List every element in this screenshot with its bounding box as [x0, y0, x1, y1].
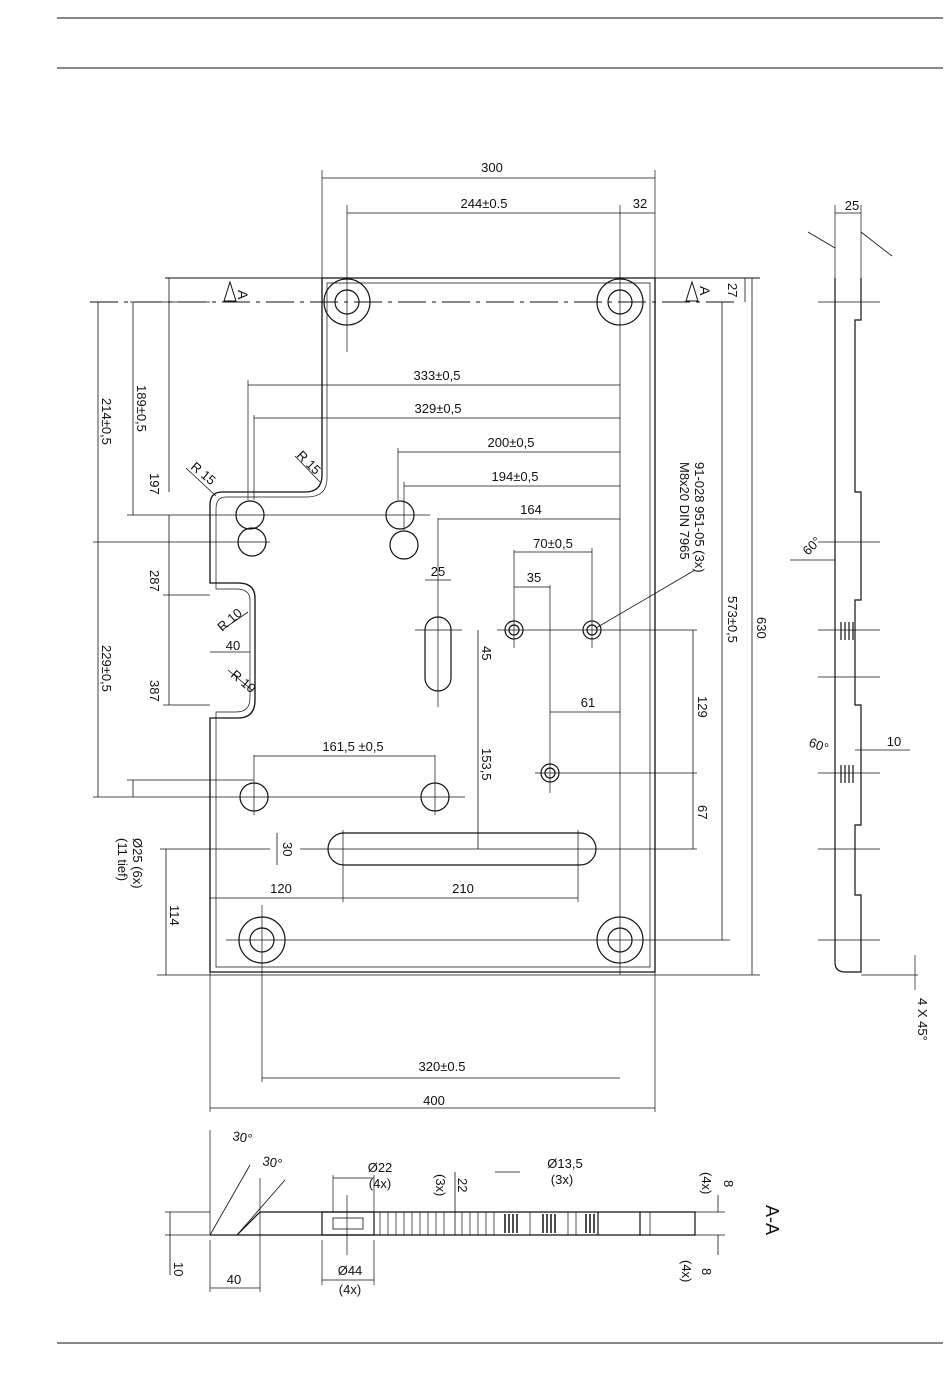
dim-width-333: 333±0,5 — [414, 368, 461, 383]
dim-8-bottom-count: (4x) — [679, 1260, 694, 1282]
section-marker-left: A — [235, 290, 251, 300]
bore-22: Ø22 — [368, 1160, 393, 1175]
dim-width-200: 200±0,5 — [488, 435, 535, 450]
dim-bottom-hole-spacing: 320±0.5 — [419, 1059, 466, 1074]
dim-height-189: 189±0,5 — [134, 385, 149, 432]
chamfer-note: 4 X 45° — [915, 998, 930, 1041]
side-profile — [790, 205, 918, 990]
dim-thickness-10: 10 — [171, 1262, 186, 1276]
angle-lower: 60° — [807, 735, 831, 756]
dim-height-114: 114 — [167, 905, 182, 926]
dim-height-387: 387 — [147, 680, 162, 702]
section-profile — [165, 1130, 725, 1292]
radius-r10-top: R 10 — [214, 605, 245, 634]
dim-height-214: 214±0,5 — [99, 398, 114, 445]
depth-22-count: (3x) — [433, 1174, 448, 1196]
dim-notch-width: 40 — [226, 638, 240, 653]
dim-slot-width-25: 25 — [431, 564, 445, 579]
angle-30-b: 30° — [261, 1153, 283, 1171]
dim-8-top: 8 — [721, 1180, 736, 1187]
dim-width-40: 40 — [227, 1272, 241, 1287]
section-view: A-A 30° 30° Ø22 (4x) 22 (3x) Ø13,5 (3x) … — [165, 1128, 782, 1297]
bore-44-count: (4x) — [339, 1282, 361, 1297]
dim-height-67: 67 — [695, 805, 710, 819]
dim-bottom-slot-length: 210 — [452, 881, 474, 896]
angle-upper: 60° — [800, 534, 825, 559]
front-view: A A — [90, 160, 769, 1112]
section-marker-right: A — [697, 286, 713, 296]
plate-outline — [209, 277, 656, 973]
bore-note-line2: (11 tief) — [115, 838, 130, 881]
section-line — [90, 277, 760, 303]
dim-side-10: 10 — [887, 734, 901, 749]
dim-width-194: 194±0,5 — [492, 469, 539, 484]
dim-height-153: 153,5 — [479, 748, 494, 781]
dim-edge-offset-right: 32 — [633, 196, 647, 211]
dim-slot-len-45: 45 — [479, 646, 494, 660]
dim-width-164: 164 — [520, 502, 542, 517]
screw-note-line2: M8x20 DIN 7965 — [677, 462, 692, 560]
dim-spacing-35: 35 — [527, 570, 541, 585]
bore-44: Ø44 — [338, 1263, 363, 1278]
dim-height-129: 129 — [695, 696, 710, 718]
dimension-lines — [97, 177, 753, 1109]
section-hatching — [379, 1212, 595, 1235]
dim-8-top-count: (4x) — [699, 1172, 714, 1194]
side-view: 25 60° 60° 10 4 X 45° — [790, 198, 930, 1041]
dim-slot-height-30: 30 — [280, 842, 295, 856]
dim-height-287: 287 — [147, 570, 162, 592]
dim-height-197: 197 — [147, 473, 162, 495]
screw-note-line1: 91-028 951-05 (3x) — [692, 462, 707, 573]
dim-thickness-25: 25 — [845, 198, 859, 213]
dim-width-329: 329±0,5 — [415, 401, 462, 416]
dim-overall-width: 300 — [481, 160, 503, 175]
dim-overall-height-400: 400 — [423, 1093, 445, 1108]
dim-spacing-70: 70±0,5 — [533, 536, 573, 551]
bore-13: Ø13,5 — [547, 1156, 582, 1171]
page-header-rules — [57, 17, 943, 1344]
bore-note-line1: Ø25 (6x) — [130, 838, 145, 889]
dim-height-573: 573±0,5 — [725, 596, 740, 643]
dim-bottom-slot-offset: 120 — [270, 881, 292, 896]
center-lines — [93, 170, 760, 1112]
thread-hatching — [840, 622, 854, 783]
dim-height-229: 229±0,5 — [99, 645, 114, 692]
dim-overall-630: 630 — [754, 617, 769, 639]
bore-22-count: (4x) — [369, 1176, 391, 1191]
angle-30-a: 30° — [231, 1128, 253, 1146]
section-title: A-A — [762, 1205, 782, 1235]
dim-edge-offset-top: 27 — [725, 283, 740, 297]
radius-r10-bottom: R 10 — [228, 667, 259, 696]
bore-13-count: (3x) — [551, 1172, 573, 1187]
dim-offset-61: 61 — [581, 695, 595, 710]
radius-r15-left: R 15 — [188, 459, 219, 488]
dim-hole-spacing-top: 244±0.5 — [461, 196, 508, 211]
depth-22: 22 — [455, 1178, 470, 1192]
bore-hole — [389, 530, 419, 560]
side-view-labels: 25 60° 60° 10 4 X 45° — [800, 198, 930, 1041]
section-view-labels: A-A 30° 30° Ø22 (4x) 22 (3x) Ø13,5 (3x) … — [171, 1128, 782, 1297]
dim-width-161: 161,5 ±0,5 — [322, 739, 383, 754]
radius-r15-right: R 15 — [294, 448, 324, 478]
dim-8-bottom: 8 — [699, 1268, 714, 1275]
